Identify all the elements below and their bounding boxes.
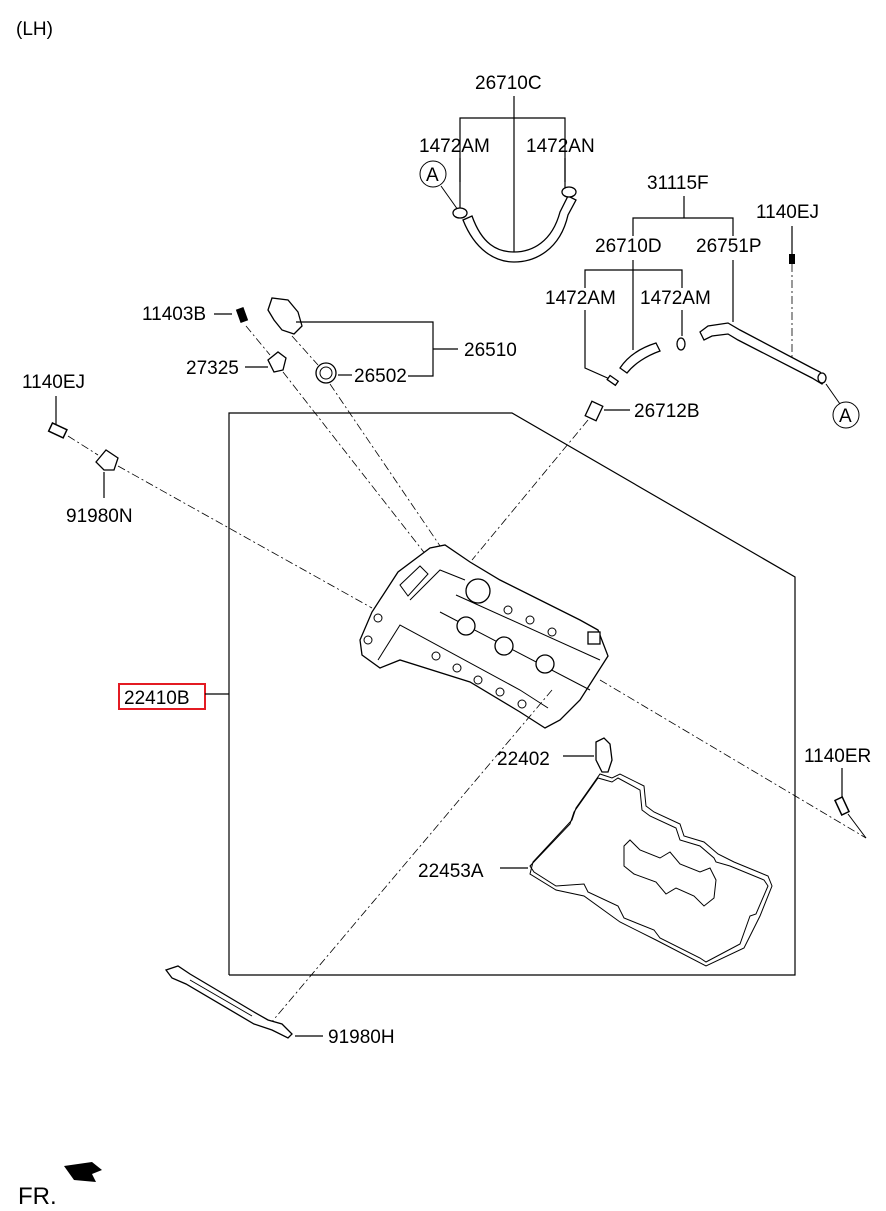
callout-26712B[interactable]: 26712B (634, 401, 700, 422)
reference-marker-a-right-text: A (839, 406, 852, 427)
callout-1472AM-mid-left[interactable]: 1472AM (545, 288, 616, 309)
group-91980H: 91980H (164, 965, 395, 1048)
group-1140EJ-left: 1140EJ 91980N (22, 372, 373, 609)
side-label: (LH) (16, 19, 53, 40)
cylinder-head-cover-22410B[interactable] (359, 544, 609, 729)
clamp-1472AN-icon (561, 186, 577, 198)
front-direction-label: FR. (18, 1183, 57, 1210)
gasket-26502 (315, 362, 337, 384)
callout-27325[interactable]: 27325 (186, 358, 239, 379)
callout-1140EJ-left[interactable]: 1140EJ (22, 372, 85, 393)
clip-91980N (95, 449, 119, 471)
pcv-valve-26712B (584, 400, 604, 422)
callout-1472AM-top[interactable]: 1472AM (419, 136, 490, 157)
callout-1140ER[interactable]: 1140ER (804, 746, 871, 767)
callout-1472AN[interactable]: 1472AN (526, 136, 595, 157)
gasket-22402 (595, 737, 613, 773)
callout-22453A[interactable]: 22453A (418, 861, 484, 882)
callout-26710C[interactable]: 26710C (475, 73, 542, 94)
oil-filler-cap-26510 (267, 297, 303, 335)
oil-filler-port-icon (465, 578, 491, 604)
callout-26751P[interactable]: 26751P (696, 236, 762, 257)
bolt-11403B-icon (235, 307, 249, 323)
coil-port-3-icon (535, 654, 555, 674)
callout-11403B[interactable]: 11403B (142, 304, 206, 325)
group-31115F: 31115F 26710D 26751P 1472AM 1472AM 1140E… (545, 173, 860, 429)
gasket-spark-plug-seals (623, 839, 717, 907)
highlight-box-22410B (118, 683, 206, 710)
group-oil-filler: 11403B 27325 26510 26502 (142, 297, 517, 591)
sensor-27325 (267, 351, 287, 373)
callout-26510[interactable]: 26510 (464, 340, 517, 361)
callout-22410B[interactable]: 22410B (124, 688, 190, 709)
coil-port-1-icon (456, 616, 476, 636)
callout-26502[interactable]: 26502 (354, 366, 407, 387)
callout-91980N[interactable]: 91980N (66, 506, 133, 527)
group-26710C: 26710C 1472AM 1472AN A (419, 73, 595, 263)
callout-1140EJ-right[interactable]: 1140EJ (756, 202, 819, 223)
hose-26710D (619, 342, 661, 374)
clamp-1472AM-icon (452, 207, 468, 219)
callout-26710D[interactable]: 26710D (595, 236, 662, 257)
gasket-22453A (529, 777, 769, 963)
clamp-1472AM-right-icon (676, 337, 686, 351)
breather-hose-26710C (462, 195, 577, 263)
group-cylinder-head-cover: 26712B 22410B 22402 2245 (118, 400, 867, 1025)
reference-marker-a-left (419, 160, 447, 188)
bolt-1140ER-icon (833, 796, 851, 816)
reference-marker-a-left-text: A (426, 165, 439, 186)
pipe-26751P (699, 322, 827, 385)
pcv-port-icon (587, 631, 601, 645)
callout-91980H[interactable]: 91980H (328, 1027, 395, 1048)
wiring-bracket-91980H (164, 965, 293, 1039)
pipe-end-icon (817, 372, 827, 384)
bolt-1140EJ-left-icon (47, 421, 68, 439)
group-1140ER: 1140ER (804, 746, 871, 839)
callout-31115F[interactable]: 31115F (647, 173, 709, 194)
reference-marker-a-right (832, 401, 860, 429)
callout-22402[interactable]: 22402 (497, 749, 550, 770)
callout-1472AM-mid-right[interactable]: 1472AM (640, 288, 711, 309)
clamp-small-icon (606, 374, 620, 387)
bolt-1140EJ-right-icon (789, 254, 795, 264)
assembly-box (228, 412, 796, 976)
front-direction-arrow-icon (64, 1162, 102, 1182)
coil-port-2-icon (494, 636, 514, 656)
